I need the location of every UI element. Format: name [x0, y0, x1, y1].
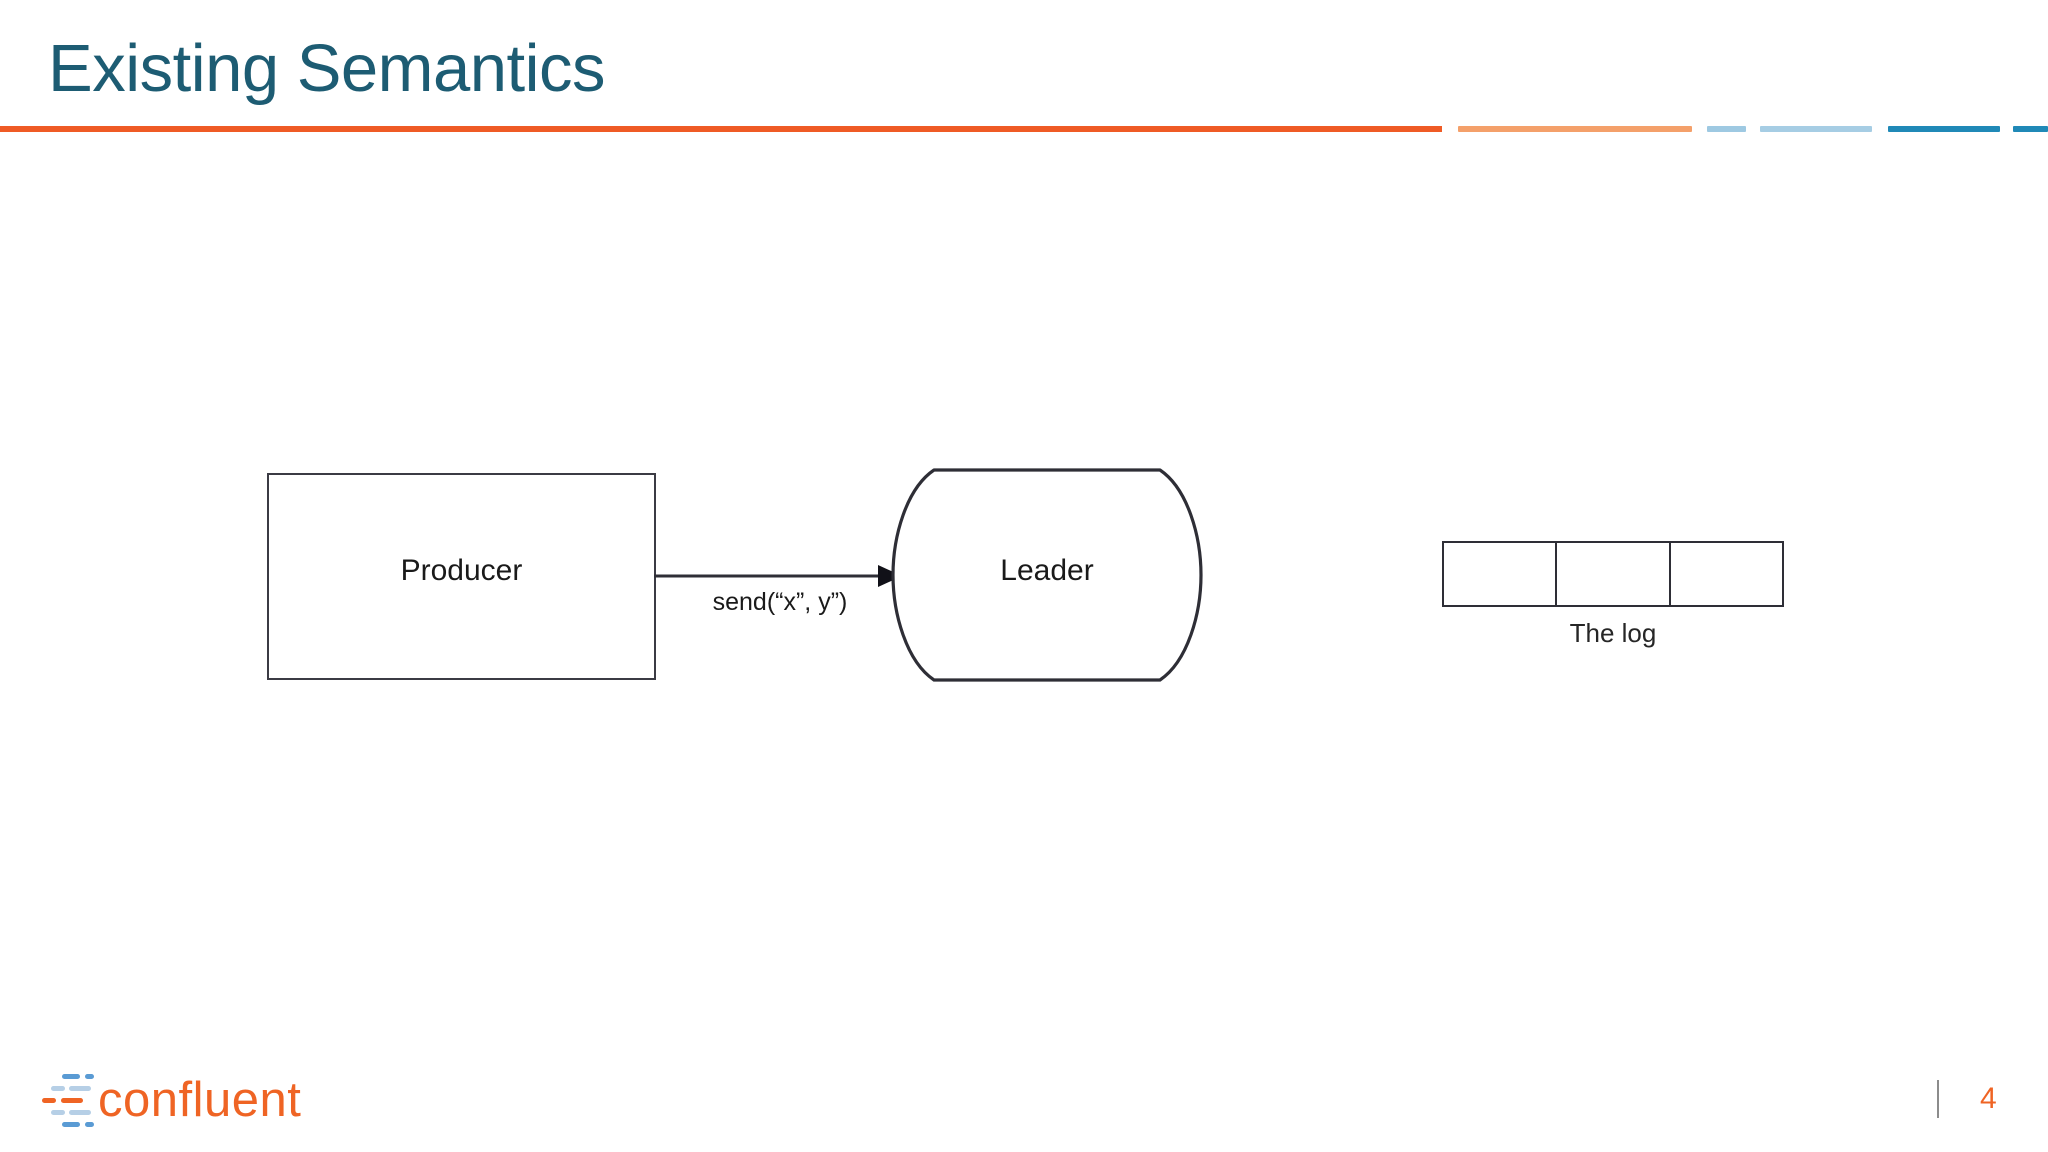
segment-blue-teal-1 — [1888, 126, 2000, 132]
log-cell — [1444, 543, 1558, 605]
producer-node — [267, 473, 656, 680]
confluent-logo: confluent — [42, 1068, 304, 1134]
page-title: Existing Semantics — [48, 31, 606, 106]
footer-divider — [1937, 1080, 1939, 1118]
send-arrow-label: send(“x”, y”) — [712, 588, 848, 616]
confluent-logo-wordmark: confluent — [98, 1073, 302, 1127]
segment-blue-pale-2 — [1760, 126, 1872, 132]
header-rule — [0, 126, 1442, 132]
log-table — [1442, 541, 1784, 607]
log-cell — [1670, 543, 1782, 605]
segment-blue-teal-2 — [2013, 126, 2048, 132]
segment-blue-pale-1 — [1707, 126, 1746, 132]
producer-node-label: Producer — [400, 554, 523, 587]
log-cell — [1557, 543, 1671, 605]
log-table-caption: The log — [1569, 618, 1657, 648]
leader-node — [891, 468, 1203, 682]
confluent-logo-mark-icon — [42, 1074, 94, 1127]
segment-orange-light — [1458, 126, 1692, 132]
leader-node-label: Leader — [1000, 554, 1094, 587]
send-arrow-icon — [654, 565, 902, 587]
page-number: 4 — [1980, 1082, 1997, 1115]
